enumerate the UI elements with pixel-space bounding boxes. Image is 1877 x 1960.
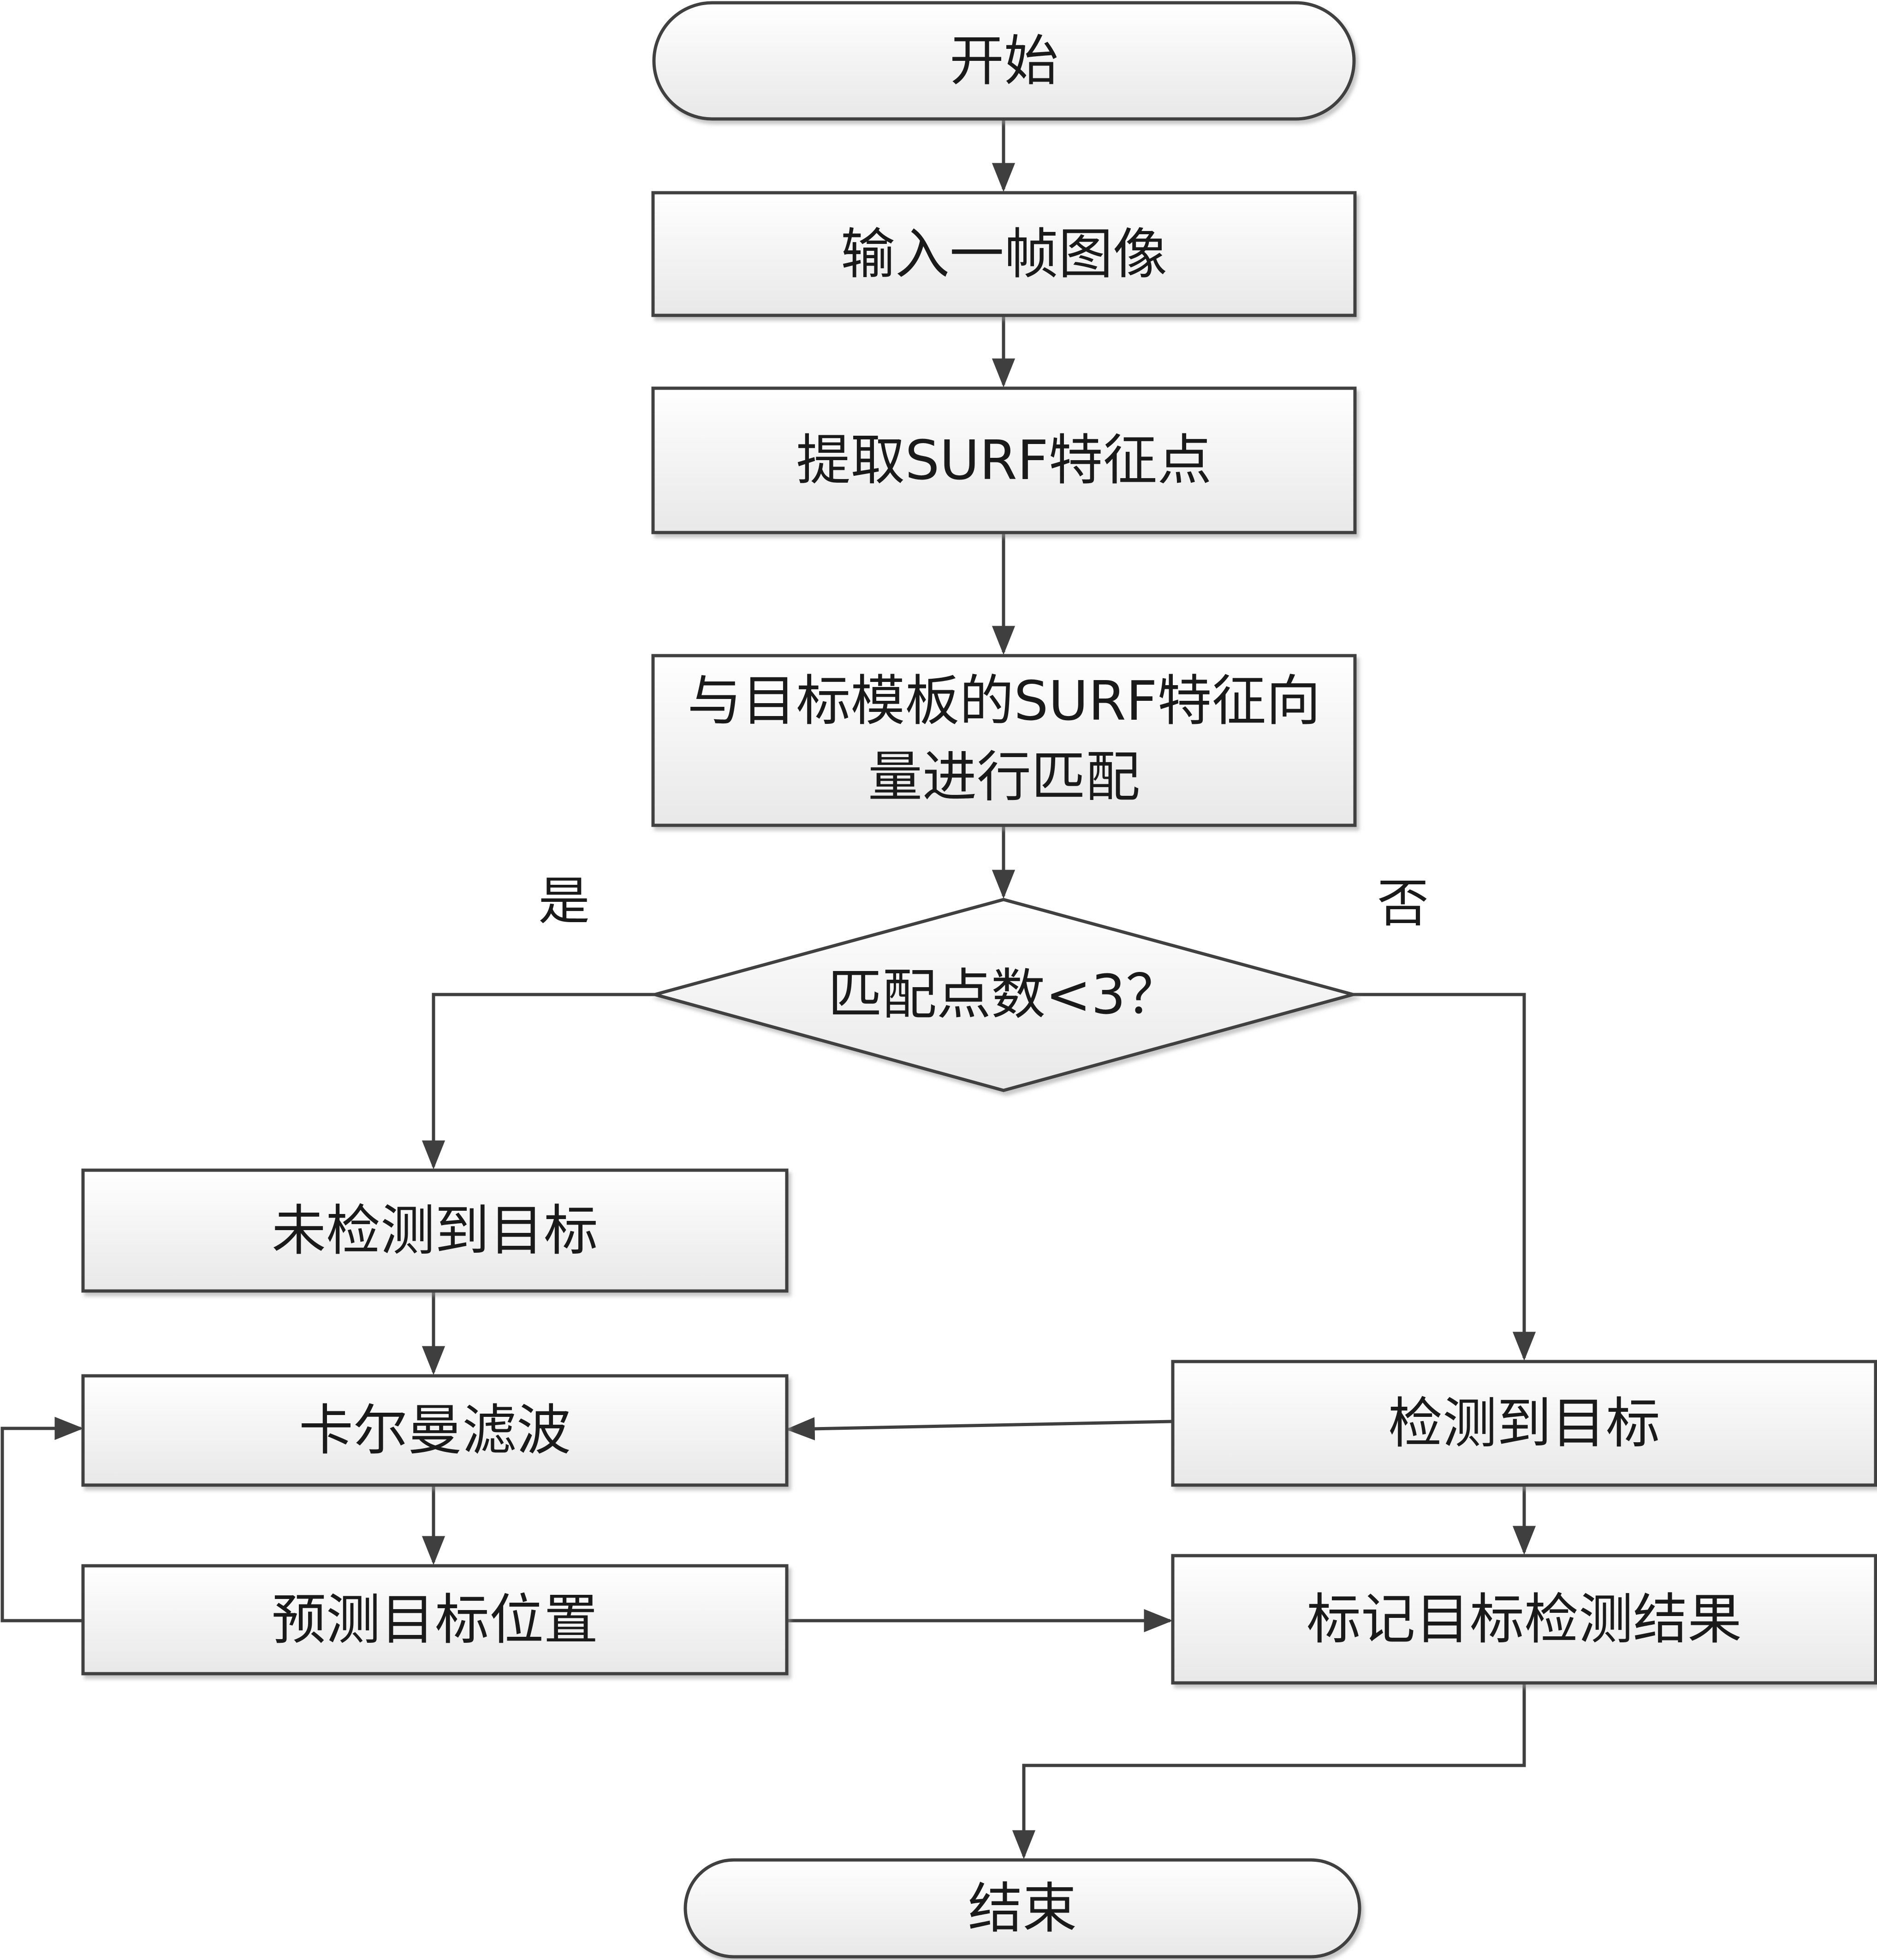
connectors xyxy=(0,119,1536,1859)
branch-no-label: 否 xyxy=(1377,874,1429,934)
start-terminator xyxy=(652,1,1356,121)
predict-position-box xyxy=(81,1564,789,1676)
input-frame-node: 输入一帧图像 xyxy=(651,191,1357,317)
match-label-line2: 量进行匹配 xyxy=(868,745,1140,809)
start-label: 开始 xyxy=(950,29,1058,93)
not-detected-box xyxy=(81,1168,789,1293)
not-detected-label: 未检测到目标 xyxy=(272,1199,598,1262)
match-node: 与目标模板的SURF特征向 量进行匹配 xyxy=(651,654,1357,827)
predict-position-node: 预测目标位置 xyxy=(81,1564,789,1676)
arrow-decision-no xyxy=(1353,993,1536,1361)
extract-features-label: 提取SURF特征点 xyxy=(796,428,1212,492)
detected-label: 检测到目标 xyxy=(1388,1392,1660,1455)
extract-features-node: 提取SURF特征点 xyxy=(651,386,1357,534)
mark-result-node: 标记目标检测结果 xyxy=(1171,1554,1877,1685)
not-detected-node: 未检测到目标 xyxy=(81,1168,789,1293)
mark-result-label: 标记目标检测结果 xyxy=(1307,1587,1742,1651)
end-label: 结束 xyxy=(968,1877,1077,1940)
kalman-filter-node: 卡尔曼滤波 xyxy=(81,1374,789,1487)
branch-yes-label: 是 xyxy=(538,871,590,931)
detected-box xyxy=(1171,1360,1877,1487)
extract-features-box xyxy=(651,386,1357,534)
start-node: 开始 xyxy=(652,1,1356,121)
end-terminator xyxy=(683,1858,1361,1959)
decision-diamond xyxy=(648,898,1360,1092)
input-frame-label: 输入一帧图像 xyxy=(841,222,1167,286)
predict-position-label: 预测目标位置 xyxy=(272,1588,598,1652)
arrow-predict-loop-to-kalman xyxy=(0,1416,84,1622)
match-box xyxy=(651,654,1357,827)
match-label-line1: 与目标模板的SURF特征向 xyxy=(687,669,1320,733)
kalman-filter-box xyxy=(81,1374,789,1487)
arrow-detected-to-kalman xyxy=(785,1417,1173,1441)
input-frame-box xyxy=(651,191,1357,317)
mark-result-box xyxy=(1171,1554,1877,1685)
arrow-mark-to-end xyxy=(1012,1683,1526,1859)
arrow-decision-yes xyxy=(422,993,655,1170)
detected-node: 检测到目标 xyxy=(1171,1360,1877,1487)
decision-node: 匹配点数<3？ xyxy=(648,898,1360,1092)
decision-label: 匹配点数<3？ xyxy=(828,963,1180,1026)
end-node: 结束 xyxy=(683,1858,1361,1959)
kalman-filter-label: 卡尔曼滤波 xyxy=(299,1398,571,1462)
